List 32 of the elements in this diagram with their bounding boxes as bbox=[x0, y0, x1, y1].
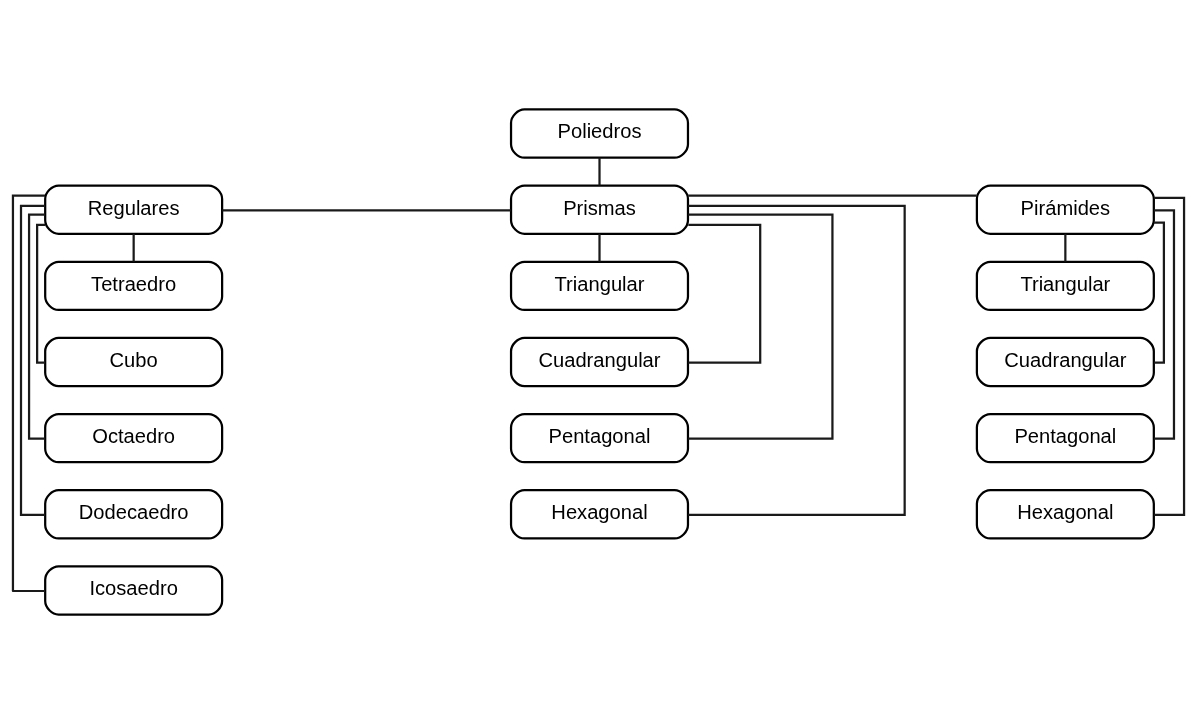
connector bbox=[688, 204, 906, 516]
node-box: Cubo bbox=[44, 336, 224, 388]
connector bbox=[688, 223, 762, 364]
node-box: Cuadrangular bbox=[509, 336, 690, 388]
connector bbox=[11, 194, 45, 593]
node-box: Pirámides bbox=[975, 184, 1155, 235]
node-box: Poliedros bbox=[509, 108, 690, 159]
connector bbox=[36, 223, 46, 364]
connector bbox=[688, 213, 834, 440]
connector bbox=[222, 209, 511, 212]
node-box: Icosaedro bbox=[44, 565, 224, 616]
node-box: Pentagonal bbox=[975, 412, 1155, 464]
node-box: Hexagonal bbox=[509, 489, 690, 540]
connector bbox=[1154, 221, 1165, 364]
connector bbox=[19, 204, 45, 516]
node-box: Pentagonal bbox=[509, 412, 690, 464]
connector bbox=[132, 233, 135, 262]
node-box: Regulares bbox=[44, 184, 224, 235]
node-box: Dodecaedro bbox=[44, 489, 224, 540]
node-box: Triangular bbox=[975, 260, 1155, 312]
node-box: Prismas bbox=[509, 184, 690, 235]
node-box: Hexagonal bbox=[975, 489, 1155, 540]
node-box: Cuadrangular bbox=[975, 336, 1155, 388]
connector bbox=[598, 233, 601, 262]
node-box: Octaedro bbox=[44, 412, 224, 464]
connector bbox=[598, 157, 601, 186]
node-box: Triangular bbox=[509, 260, 690, 312]
connector bbox=[1154, 196, 1186, 516]
connector bbox=[688, 194, 977, 197]
node-box: Tetraedro bbox=[44, 260, 224, 312]
connector bbox=[1064, 233, 1067, 262]
connector bbox=[27, 213, 45, 440]
